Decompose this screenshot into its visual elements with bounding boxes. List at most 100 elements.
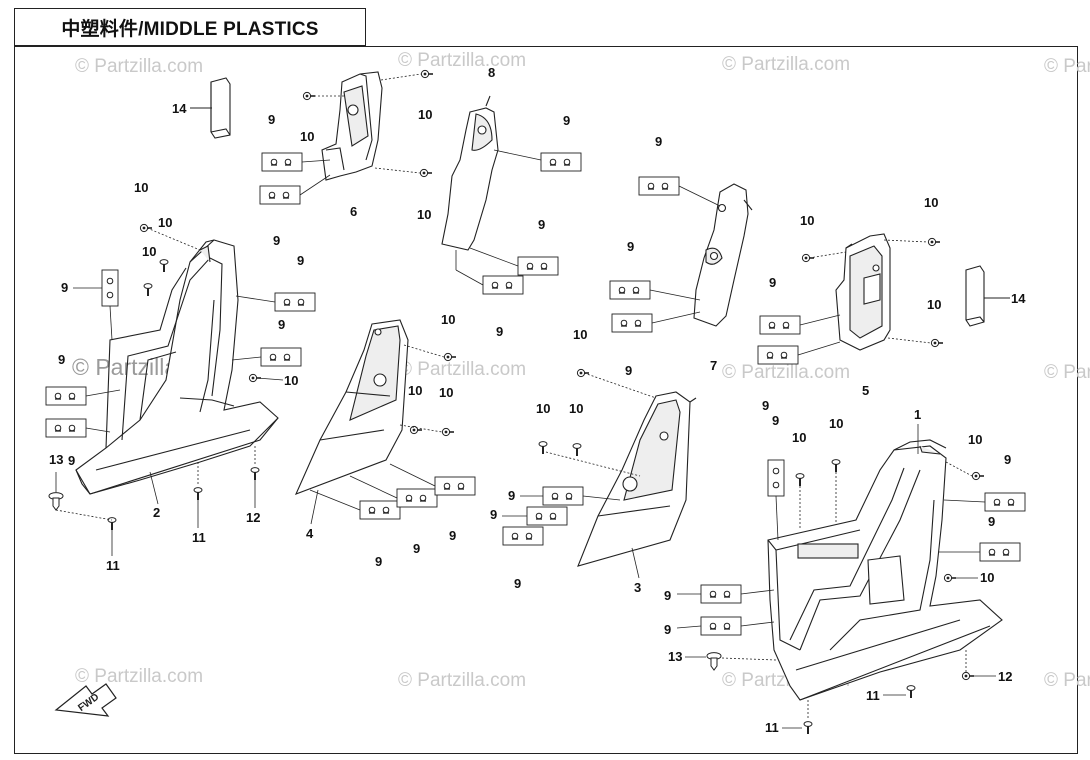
callout-5: 5 bbox=[862, 383, 869, 398]
clip-pair-icon bbox=[759, 315, 801, 335]
clip-pair-icon bbox=[517, 256, 559, 276]
clip-pair-icon bbox=[434, 476, 476, 496]
screw-icon bbox=[927, 237, 941, 247]
callout-10: 10 bbox=[980, 570, 994, 585]
callout-10: 10 bbox=[408, 383, 422, 398]
callout-3: 3 bbox=[634, 580, 641, 595]
callout-10: 10 bbox=[142, 244, 156, 259]
callout-11: 11 bbox=[765, 720, 779, 735]
part-14-left bbox=[190, 77, 231, 139]
callout-9: 9 bbox=[490, 507, 497, 522]
callout-1: 1 bbox=[914, 407, 921, 422]
watermark-text: © Partzilla.com bbox=[722, 362, 850, 383]
callout-10: 10 bbox=[800, 213, 814, 228]
callout-11: 11 bbox=[192, 530, 206, 545]
clip-pair-icon bbox=[260, 347, 302, 367]
clip-pair-icon bbox=[45, 386, 87, 406]
bolt-icon bbox=[572, 442, 582, 457]
callout-9: 9 bbox=[664, 622, 671, 637]
callout-9: 9 bbox=[268, 112, 275, 127]
clip-pair-icon bbox=[979, 542, 1021, 562]
bolt-icon bbox=[906, 684, 916, 699]
clip-pair-icon bbox=[611, 313, 653, 333]
callout-14: 14 bbox=[1011, 291, 1026, 306]
part-5-cover bbox=[835, 233, 891, 351]
clip-pair-icon bbox=[757, 345, 799, 365]
callout-10: 10 bbox=[829, 416, 843, 431]
screw-icon bbox=[420, 69, 434, 79]
callout-10: 10 bbox=[573, 327, 587, 342]
callout-8: 8 bbox=[488, 65, 495, 80]
callout-9: 9 bbox=[772, 413, 779, 428]
callout-9: 9 bbox=[278, 317, 285, 332]
callout-11: 11 bbox=[106, 558, 120, 573]
screw-icon bbox=[302, 91, 316, 101]
fwd-arrow: FWD bbox=[54, 683, 117, 717]
callout-10: 10 bbox=[792, 430, 806, 445]
part-8-panel bbox=[441, 95, 499, 251]
callout-9: 9 bbox=[496, 324, 503, 339]
clip-pair-icon bbox=[609, 280, 651, 300]
bolt-icon bbox=[831, 458, 841, 473]
callout-10: 10 bbox=[927, 297, 941, 312]
callout-9: 9 bbox=[627, 239, 634, 254]
callout-9: 9 bbox=[664, 588, 671, 603]
callout-9: 9 bbox=[988, 514, 995, 529]
callout-4: 4 bbox=[306, 526, 314, 541]
clip-pair-icon bbox=[482, 275, 524, 295]
clip-pair-icon bbox=[259, 185, 301, 205]
screw-icon bbox=[419, 168, 433, 178]
callout-12: 12 bbox=[246, 510, 260, 525]
callout-9: 9 bbox=[61, 280, 68, 295]
watermark-text: © Partzilla.com bbox=[398, 359, 526, 380]
callout-10: 10 bbox=[284, 373, 298, 388]
callout-9: 9 bbox=[762, 398, 769, 413]
screw-icon bbox=[801, 253, 815, 263]
clip-pair-icon bbox=[45, 418, 87, 438]
clip-pair-icon bbox=[767, 459, 785, 497]
clip-pair-icon bbox=[526, 506, 568, 526]
part-3-panel bbox=[577, 391, 697, 567]
callout-9: 9 bbox=[449, 528, 456, 543]
callout-9: 9 bbox=[273, 233, 280, 248]
bolt-icon bbox=[107, 516, 117, 531]
watermark-text: © Partzilla.com bbox=[1044, 56, 1090, 77]
callout-10: 10 bbox=[300, 129, 314, 144]
callout-2: 2 bbox=[153, 505, 160, 520]
watermark-text: © Partzilla.com bbox=[1044, 362, 1090, 383]
clip-pair-icon bbox=[274, 292, 316, 312]
watermark-text: © Partzilla.com bbox=[1044, 670, 1090, 691]
bolt-icon bbox=[159, 258, 169, 273]
callout-12: 12 bbox=[998, 669, 1012, 684]
push-rivet-icon bbox=[48, 492, 64, 511]
callout-10: 10 bbox=[418, 107, 432, 122]
clip-pair-icon bbox=[396, 488, 438, 508]
callout-10: 10 bbox=[439, 385, 453, 400]
callout-9: 9 bbox=[508, 488, 515, 503]
clip-pair-icon bbox=[638, 176, 680, 196]
callout-11: 11 bbox=[866, 688, 880, 703]
callout-10: 10 bbox=[158, 215, 172, 230]
clip-pair-icon bbox=[984, 492, 1026, 512]
callout-9: 9 bbox=[538, 217, 545, 232]
part-14-right bbox=[965, 265, 1010, 327]
callout-14: 14 bbox=[172, 101, 187, 116]
clip-pair-icon bbox=[261, 152, 303, 172]
part-6-cover bbox=[321, 71, 383, 181]
callout-10: 10 bbox=[417, 207, 431, 222]
screw-icon bbox=[971, 471, 985, 481]
callout-9: 9 bbox=[514, 576, 521, 591]
callout-9: 9 bbox=[625, 363, 632, 378]
clip-pair-icon bbox=[542, 486, 584, 506]
callout-9: 9 bbox=[1004, 452, 1011, 467]
clip-pair-icon bbox=[502, 526, 544, 546]
watermark-text: © Partzilla.com bbox=[75, 56, 203, 77]
part-2-side-frame bbox=[75, 239, 279, 495]
push-rivet-icon bbox=[706, 652, 722, 671]
callout-13: 13 bbox=[668, 649, 682, 664]
watermark-layer: © Partzilla.com © Partzilla.com © Partzi… bbox=[72, 50, 1090, 691]
watermark-text: © Partzilla.com bbox=[722, 54, 850, 75]
callout-10: 10 bbox=[536, 401, 550, 416]
callout-10: 10 bbox=[569, 401, 583, 416]
callout-9: 9 bbox=[563, 113, 570, 128]
